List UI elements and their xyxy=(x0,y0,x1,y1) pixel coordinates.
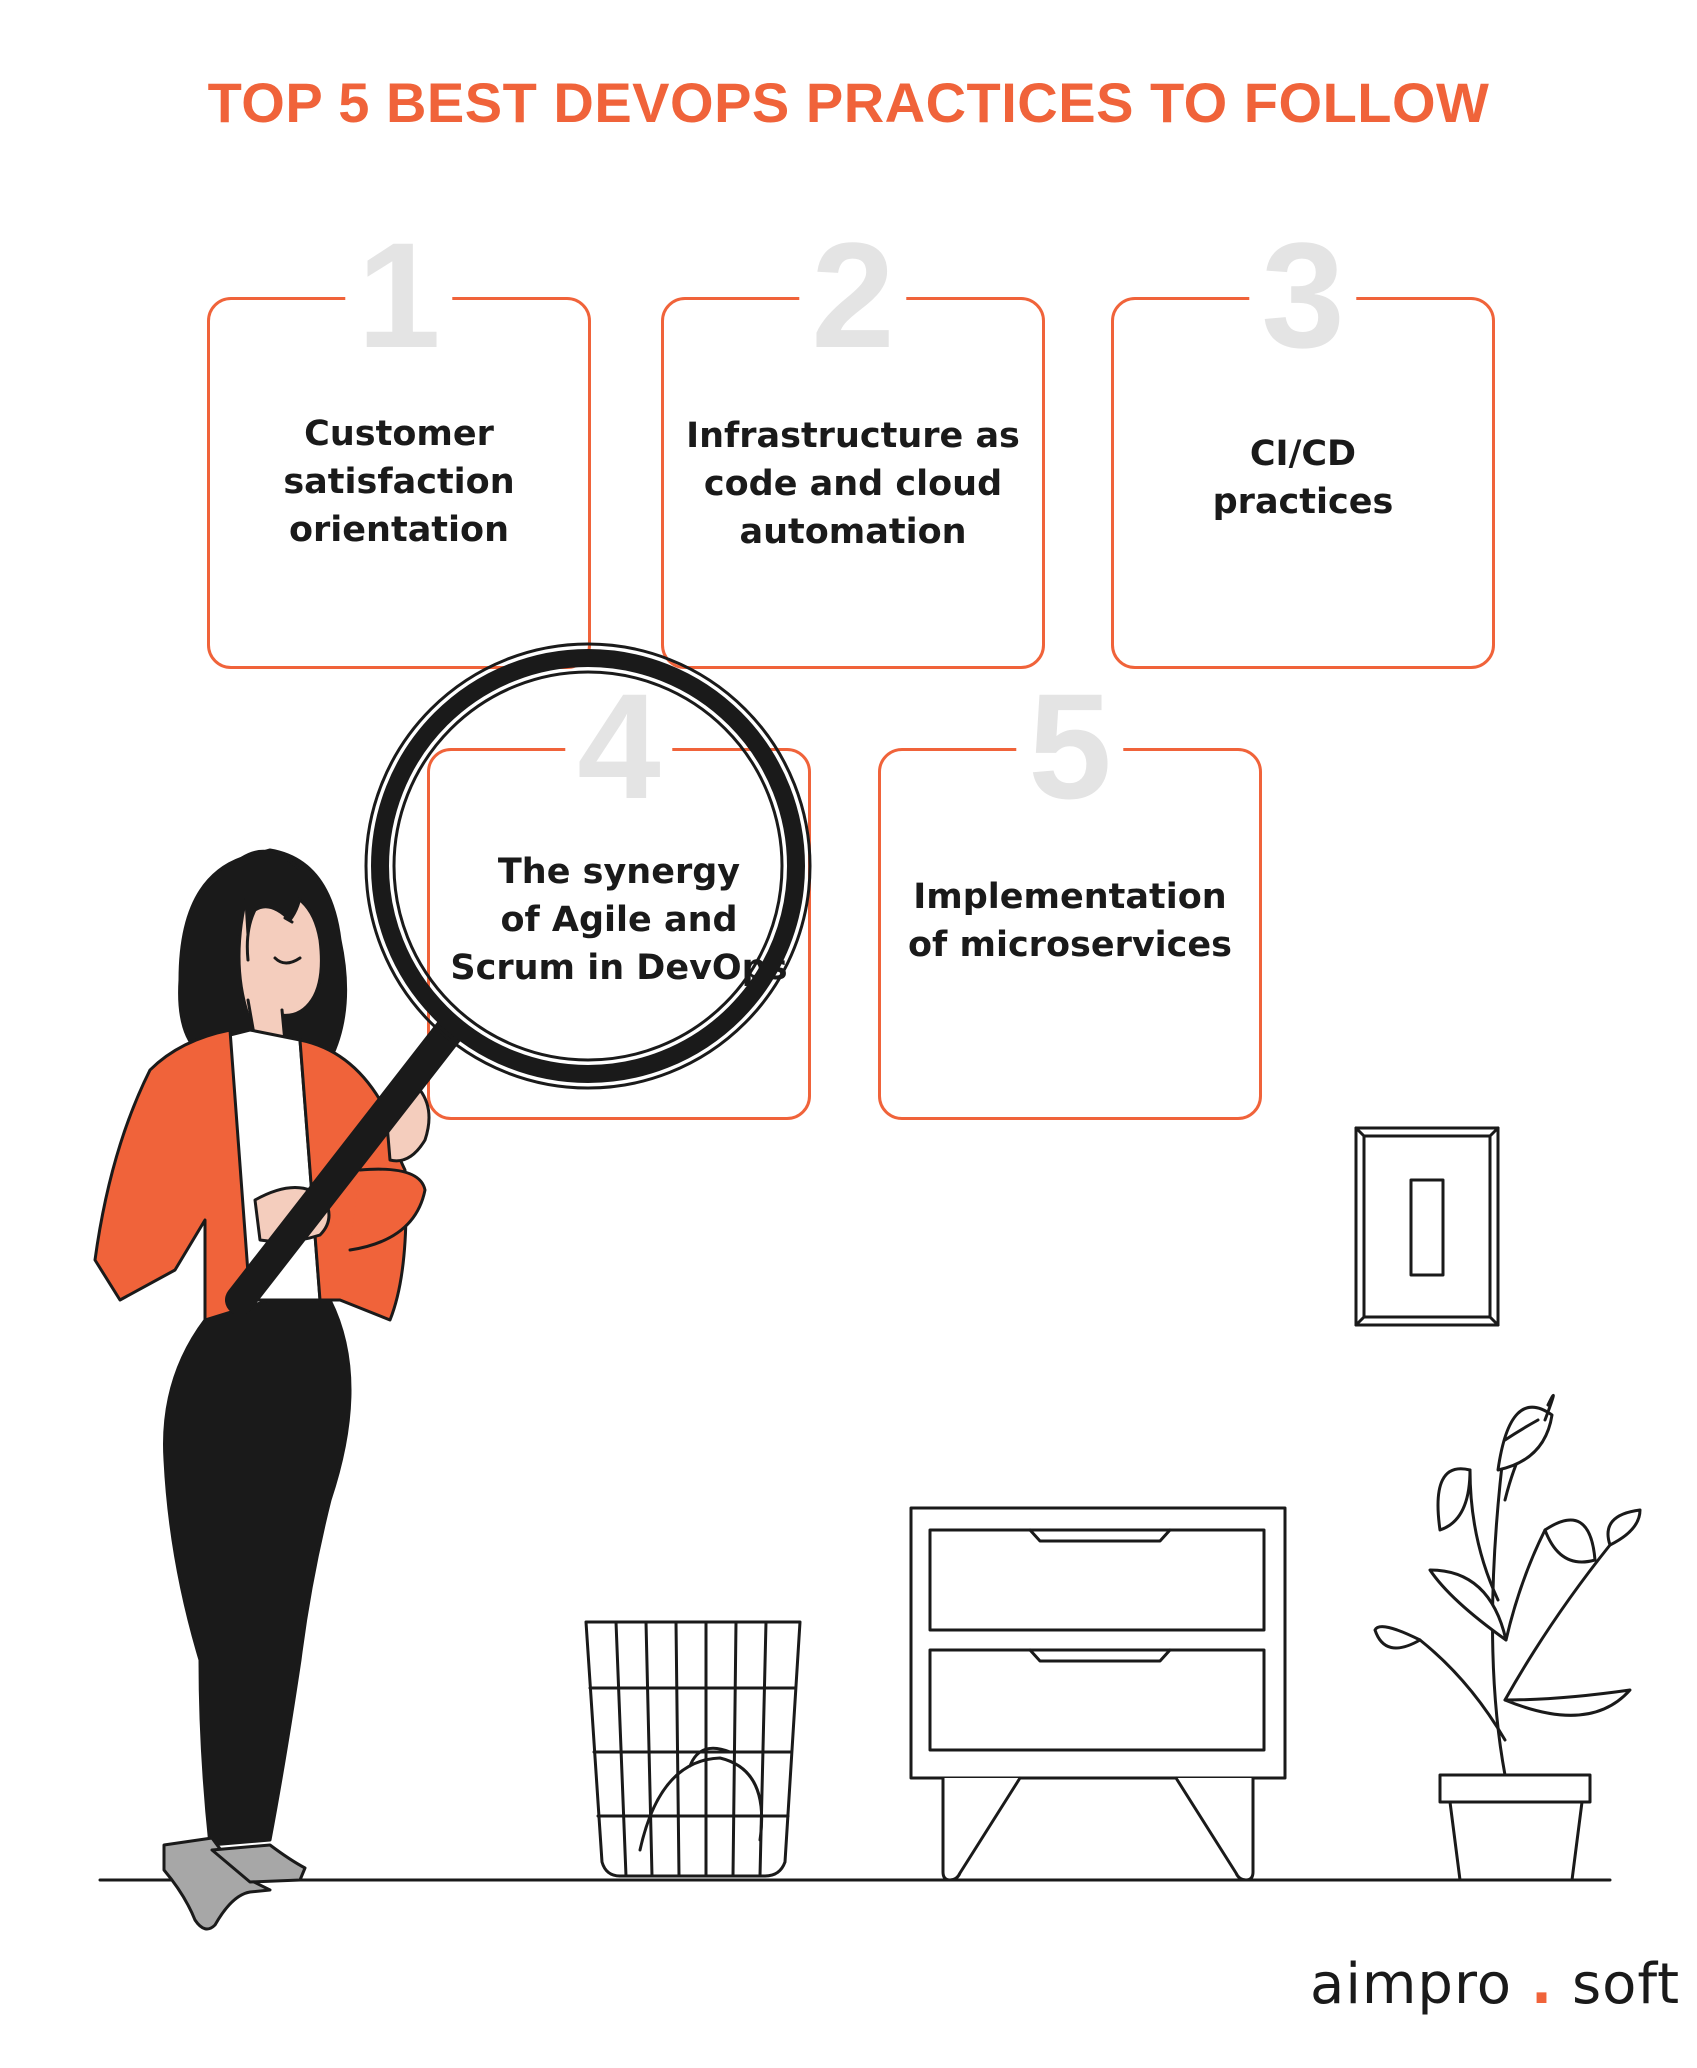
woman-figure-icon xyxy=(93,848,431,1931)
practice-card-2: 2 Infrastructure as code and cloud autom… xyxy=(661,220,1045,669)
practice-label: CI/CD practices xyxy=(1212,434,1394,522)
practice-card-1: 1 Customer satisfaction orientation xyxy=(207,220,591,669)
practice-number: 5 xyxy=(1016,671,1124,821)
practice-card-5: 5 Implementation of microservices xyxy=(878,671,1262,1120)
practice-number: 1 xyxy=(345,220,453,370)
practice-number: 4 xyxy=(565,671,673,821)
waste-basket-icon xyxy=(584,1620,802,1878)
logo-part-2: soft xyxy=(1571,1952,1681,2017)
drawer-cabinet-icon xyxy=(909,1506,1287,1882)
practice-label: Customer satisfaction orientation xyxy=(283,414,515,550)
practice-card-4: 4 The synergy of Agile and Scrum in DevO… xyxy=(427,671,811,1120)
practice-number: 2 xyxy=(799,220,907,370)
practice-number: 3 xyxy=(1249,220,1357,370)
practice-card-3: 3 CI/CD practices xyxy=(1111,220,1495,669)
practice-label: Infrastructure as code and cloud automat… xyxy=(686,416,1020,552)
light-switch-icon xyxy=(1354,1126,1500,1327)
brand-logo: aimpro . soft xyxy=(1310,1952,1680,2017)
page-title: TOP 5 BEST DEVOPS PRACTICES TO FOLLOW xyxy=(207,71,1490,134)
practice-label: Implementation of microservices xyxy=(908,877,1232,965)
potted-plant-icon xyxy=(1373,1393,1642,1882)
logo-part-1: aimpro xyxy=(1310,1952,1513,2017)
magnifying-glass-icon xyxy=(225,642,812,1315)
logo-separator: . xyxy=(1530,1952,1554,2017)
